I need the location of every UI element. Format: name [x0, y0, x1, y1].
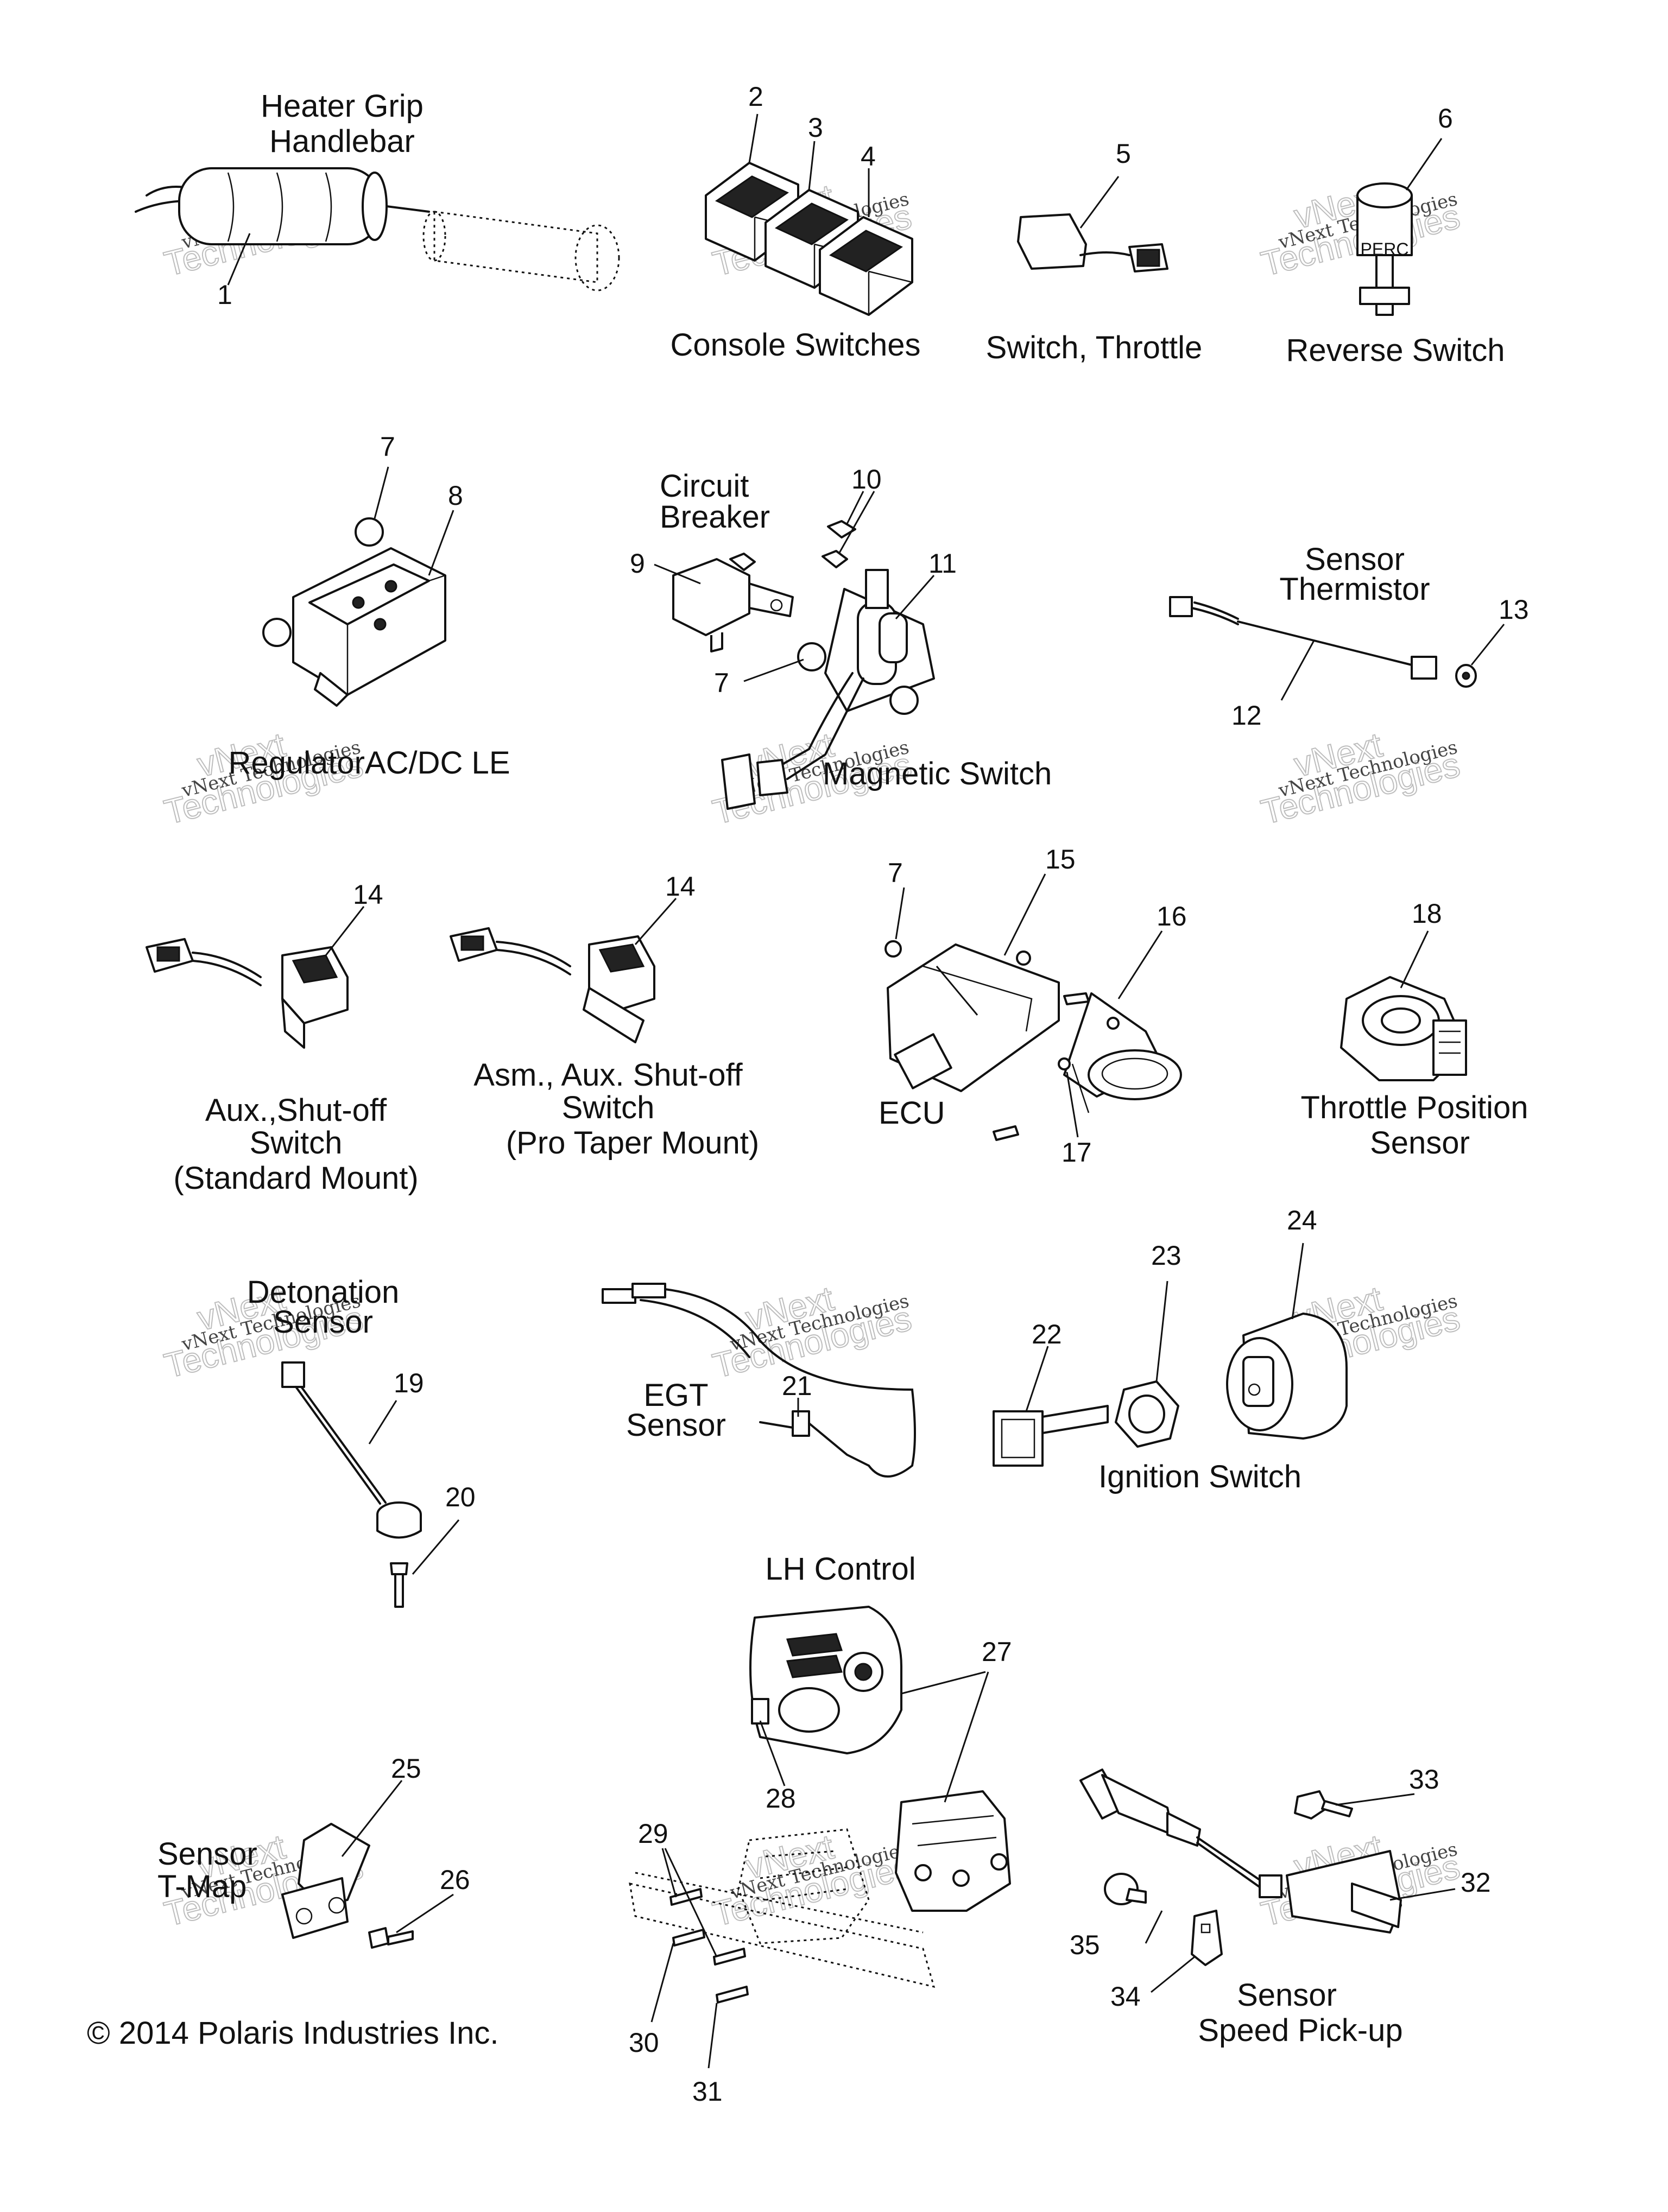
callout-2: 2 [748, 81, 763, 112]
ignition-nut-illustration [1115, 1380, 1179, 1448]
label-switch-throttle: Switch, Throttle [986, 330, 1203, 365]
callout-16: 16 [1157, 901, 1187, 931]
callout-5: 5 [1116, 138, 1131, 169]
callout-26: 26 [440, 1865, 470, 1895]
perc-marking: PERC [1361, 239, 1409, 259]
ecu-bracket-illustration [1058, 992, 1182, 1113]
detonation-sensor-illustration [281, 1361, 422, 1608]
callout-4: 4 [861, 141, 876, 172]
circuit-breaker-illustration [672, 558, 794, 652]
callout-33: 33 [1409, 1764, 1439, 1795]
callout-7-ecu: 7 [888, 858, 903, 888]
label-detonation-line1: Detonation [247, 1275, 400, 1310]
tmap-sensor-illustration [281, 1823, 414, 1949]
label-tmap-line2: T-Map [157, 1869, 247, 1904]
heater-grip-illustration [135, 167, 620, 291]
callout-34: 34 [1110, 1981, 1141, 2012]
callout-18: 18 [1412, 898, 1442, 929]
callout-23: 23 [1151, 1240, 1182, 1271]
label-ignition-switch: Ignition Switch [1098, 1459, 1301, 1494]
callout-28: 28 [766, 1783, 796, 1814]
lh-control-assembly-illustration [629, 1790, 1011, 1988]
throttle-switch-illustration [1017, 213, 1168, 272]
callout-19: 19 [394, 1368, 424, 1398]
callout-20: 20 [445, 1482, 476, 1512]
label-aux-shutoff-pro-line3: (Pro Taper Mount) [506, 1125, 759, 1161]
magnetic-switch-illustration [721, 520, 935, 810]
callout-10: 10 [851, 464, 882, 495]
speed-sensor-bolt-illustration [1294, 1790, 1353, 1820]
callout-3: 3 [808, 112, 823, 143]
callout-7: 7 [380, 432, 395, 462]
lh-control-screws-illustration [669, 1888, 749, 2004]
label-console-switches: Console Switches [671, 327, 921, 363]
label-aux-shutoff-std-line1: Aux.,Shut-off [205, 1093, 387, 1128]
callout-21: 21 [782, 1371, 812, 1401]
label-aux-shutoff-std-line3: (Standard Mount) [173, 1161, 418, 1196]
label-detonation-line2: Sensor [273, 1304, 373, 1340]
label-speed-line1: Sensor [1237, 1978, 1337, 2013]
label-heater-grip-line1: Heater Grip [261, 88, 424, 124]
speed-sensor-pushpin-illustration [1104, 1873, 1147, 1905]
label-aux-shutoff-pro-line2: Switch [562, 1090, 655, 1125]
ecu-illustration [884, 940, 1090, 1141]
callout-13: 13 [1499, 594, 1529, 625]
label-sensor-thermistor-line1: Sensor [1305, 542, 1405, 577]
callout-30: 30 [629, 2027, 659, 2058]
callout-25: 25 [391, 1753, 421, 1784]
callout-8: 8 [448, 480, 463, 511]
aux-shutoff-standard-illustration [146, 938, 349, 1049]
label-magnetic-switch: Magnetic Switch [823, 756, 1052, 791]
regulator-illustration [262, 517, 446, 707]
throttle-position-sensor-illustration [1340, 976, 1467, 1081]
callout-35: 35 [1070, 1930, 1100, 1960]
label-lh-control: LH Control [765, 1551, 915, 1587]
callout-15: 15 [1045, 844, 1076, 874]
speed-sensor-illustration [1079, 1769, 1402, 1934]
label-circuit-breaker-line1: Circuit [660, 468, 749, 504]
label-reverse-switch: Reverse Switch [1286, 333, 1505, 368]
label-heater-grip-line2: Handlebar [269, 124, 415, 159]
ignition-key-illustration [993, 1405, 1109, 1467]
label-aux-shutoff-std-line2: Switch [250, 1125, 343, 1161]
label-tps-line1: Throttle Position [1300, 1090, 1528, 1125]
callout-31: 31 [692, 2076, 723, 2107]
label-sensor-thermistor-line2: Thermistor [1279, 572, 1430, 607]
reverse-switch-illustration: PERC [1356, 182, 1413, 316]
callout-32: 32 [1461, 1867, 1491, 1898]
callout-14-standard: 14 [353, 879, 383, 910]
label-tmap-line1: Sensor [157, 1836, 257, 1872]
callout-6: 6 [1438, 103, 1453, 134]
callout-7-magnetic: 7 [714, 668, 729, 698]
callout-12: 12 [1231, 700, 1262, 731]
label-egt-line2: Sensor [626, 1408, 726, 1443]
console-switches-illustration [705, 162, 913, 316]
speed-sensor-clip-illustration [1191, 1910, 1223, 1966]
callout-11: 11 [928, 548, 957, 579]
callout-22: 22 [1032, 1319, 1062, 1349]
label-egt-line1: EGT [643, 1378, 708, 1413]
ignition-switch-body-illustration [1226, 1313, 1348, 1440]
aux-shutoff-pro-illustration [450, 927, 655, 1043]
label-aux-shutoff-pro-line1: Asm., Aux. Shut-off [473, 1057, 743, 1093]
label-regulator: RegulatorAC/DC LE [229, 745, 510, 781]
label-speed-line2: Speed Pick-up [1198, 2013, 1402, 2048]
callout-27: 27 [982, 1637, 1012, 1667]
egt-sensor-illustration [602, 1283, 916, 1478]
label-tps-line2: Sensor [1370, 1125, 1470, 1161]
lh-control-illustration [749, 1606, 902, 1754]
callout-14-pro: 14 [665, 871, 696, 902]
label-ecu: ECU [879, 1095, 945, 1131]
callout-24: 24 [1287, 1205, 1317, 1235]
callout-17: 17 [1062, 1137, 1092, 1168]
callout-1: 1 [217, 280, 232, 310]
label-circuit-breaker-line2: Breaker [660, 499, 770, 535]
copyright-text: © 2014 Polaris Industries Inc. [87, 2015, 498, 2051]
callout-29: 29 [638, 1818, 668, 1849]
callout-9: 9 [630, 548, 645, 579]
thermistor-illustration [1169, 596, 1477, 688]
